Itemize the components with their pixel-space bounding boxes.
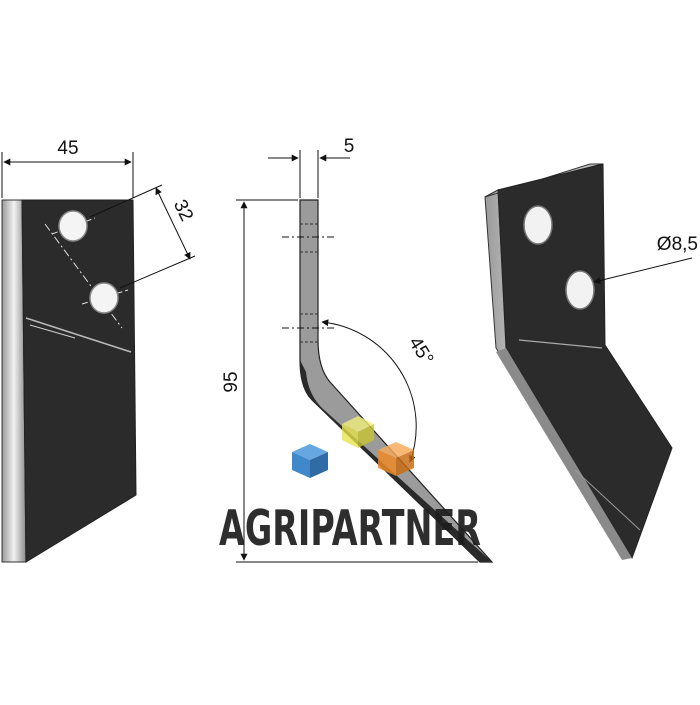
logo-cubes-icon xyxy=(292,416,414,478)
angle-arc xyxy=(321,319,417,463)
iso-blade-bottom-edge xyxy=(496,348,632,560)
spacing-label: 32 xyxy=(169,196,197,224)
front-blade-body xyxy=(21,199,137,563)
height-label: 95 xyxy=(221,371,242,392)
iso-hole-bottom xyxy=(565,270,595,310)
spacing-dimension-line xyxy=(155,187,191,260)
angle-label: 45° xyxy=(404,333,437,368)
iso-bevel-line xyxy=(574,469,641,531)
front-hole2-axis xyxy=(81,289,129,305)
perspective-view: Ø8,5 xyxy=(484,163,698,560)
thickness-label: 5 xyxy=(344,136,355,157)
agripartner-watermark: AGRIPARTNER xyxy=(219,416,481,557)
brand-name: AGRIPARTNER xyxy=(219,500,481,557)
front-hole-top xyxy=(58,210,88,242)
iso-bend-line xyxy=(518,339,603,349)
front-view: 45 32 xyxy=(1,138,197,563)
spacing-extension-top xyxy=(89,184,163,218)
diameter-leader xyxy=(593,257,693,284)
spacing-extension-bottom xyxy=(119,255,196,289)
front-bevel-line-2 xyxy=(29,324,76,339)
width-label: 45 xyxy=(57,138,78,159)
diameter-label: Ø8,5 xyxy=(657,234,698,255)
front-bevel-line xyxy=(25,317,132,353)
side-view: 5 95 45° xyxy=(221,136,494,563)
front-hole-bottom xyxy=(89,282,119,314)
iso-hole-top xyxy=(523,205,553,245)
